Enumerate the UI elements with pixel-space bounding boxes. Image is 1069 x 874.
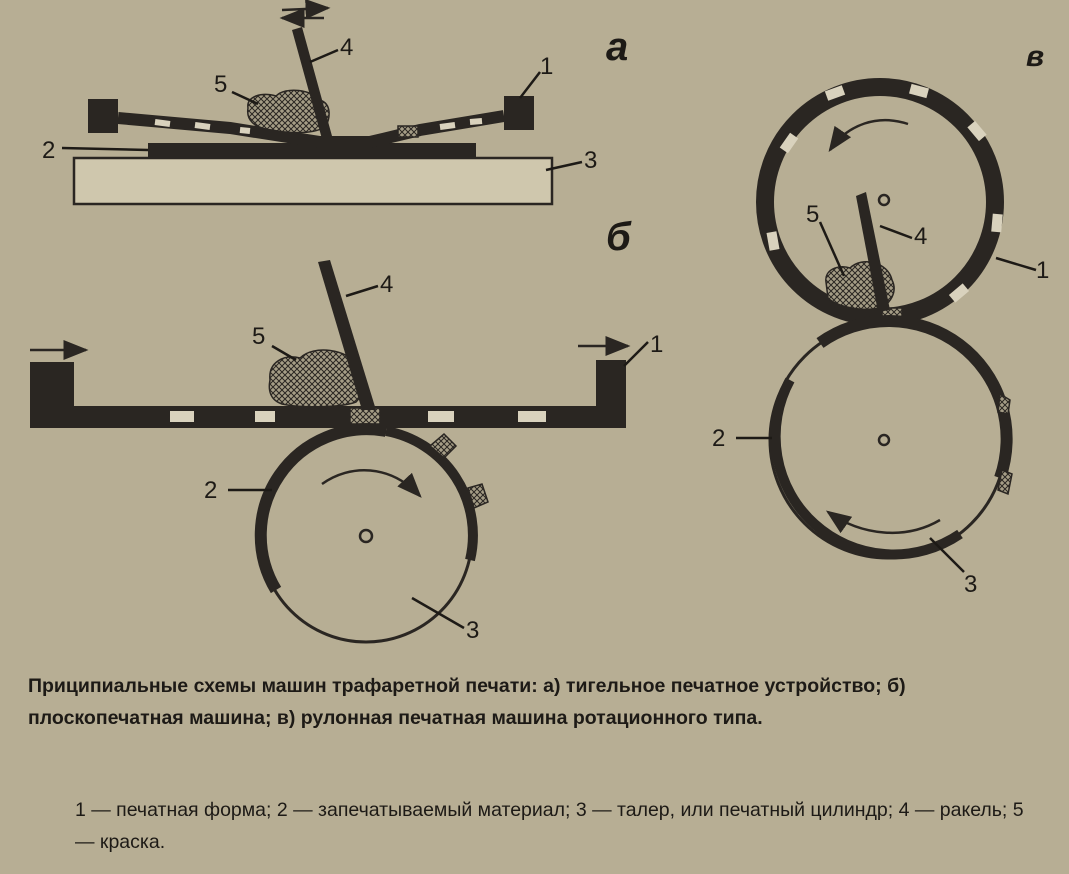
rotation-arrow-icon — [828, 119, 909, 153]
figure-caption: Приципиальные схемы машин трафаретной пе… — [28, 675, 906, 729]
squeegee — [292, 27, 332, 139]
panel-label-v: в — [1026, 40, 1044, 73]
label-4: 4 — [380, 271, 393, 298]
label-1: 1 — [650, 331, 663, 358]
label-3: 3 — [584, 147, 597, 174]
axis-mark — [877, 193, 891, 207]
screen-printing-diagram: а 4 5 1 2 3 б — [30, 0, 1049, 644]
label-5: 5 — [806, 201, 819, 228]
printed-material — [770, 377, 963, 560]
label-4: 4 — [914, 223, 927, 250]
printed-material — [254, 423, 388, 594]
rotation-arrow-icon — [825, 510, 941, 535]
label-3: 3 — [466, 617, 479, 644]
squeegee — [856, 192, 890, 312]
label-2: 2 — [204, 477, 217, 504]
label-4: 4 — [340, 34, 353, 61]
label-5: 5 — [214, 71, 227, 98]
axis-mark — [877, 433, 891, 447]
printed-material — [148, 143, 476, 158]
rotation-arrow-icon — [321, 469, 422, 498]
arrow-right-icon — [281, 0, 331, 19]
ink-blob — [246, 89, 330, 134]
squeegee — [318, 260, 376, 410]
stencil-frame-b — [30, 360, 626, 428]
panel-a: а 4 5 1 2 3 — [42, 0, 628, 206]
figure-legend: 1 — печатная форма; 2 — запечатываемый м… — [75, 799, 1024, 853]
label-2: 2 — [712, 425, 725, 452]
label-1: 1 — [540, 53, 553, 80]
platen-table — [72, 156, 554, 206]
label-3: 3 — [964, 571, 977, 598]
axis-mark — [358, 528, 374, 544]
panel-v: в 4 5 1 2 — [712, 40, 1049, 598]
stencil-openings — [766, 83, 1003, 303]
panel-b: б 4 5 1 2 — [30, 215, 663, 644]
panel-label-a: а — [606, 25, 628, 69]
label-1: 1 — [1036, 257, 1049, 284]
stencil-frame — [88, 96, 534, 148]
label-2: 2 — [42, 137, 55, 164]
label-5: 5 — [252, 323, 265, 350]
panel-label-b: б — [606, 215, 632, 259]
